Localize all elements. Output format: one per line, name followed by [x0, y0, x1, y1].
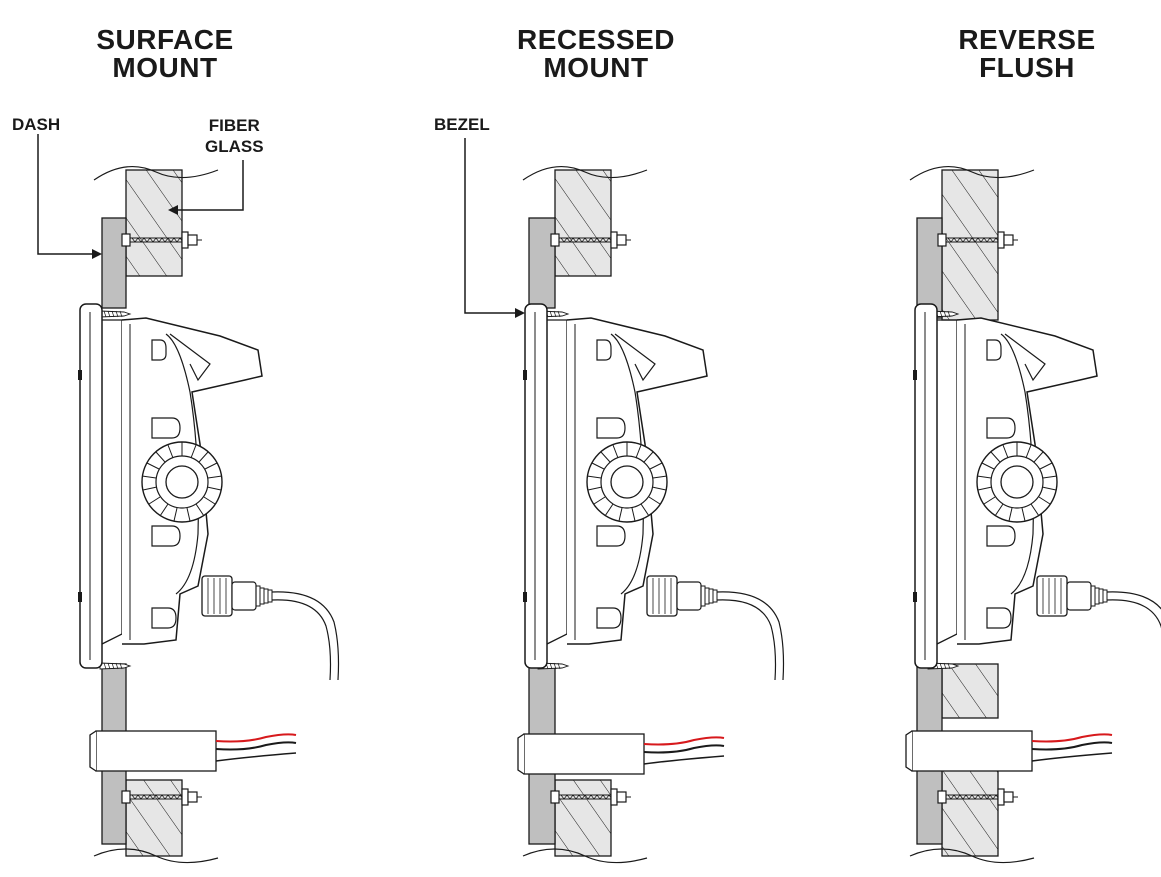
callout-fiberglass: FIBER GLASS [205, 115, 264, 157]
heading-recessed-mount: RECESSED MOUNT [446, 26, 746, 82]
mounting-bracket [905, 730, 1113, 772]
fiberglass-bottom [125, 779, 183, 857]
fiberglass-mid [941, 663, 999, 719]
fiberglass-bottom [941, 769, 999, 857]
heading-surface-line1: SURFACE [96, 24, 234, 55]
dash-top [528, 217, 556, 309]
heading-reverse-line2: FLUSH [979, 52, 1075, 83]
dash-top [101, 217, 127, 309]
heading-reverse-flush: REVERSE FLUSH [877, 26, 1161, 82]
heading-recessed-line2: MOUNT [543, 52, 649, 83]
fiberglass-top [554, 169, 612, 277]
dash-leader [37, 134, 102, 259]
callout-fiberglass-line2: GLASS [205, 137, 264, 156]
callout-fiberglass-line1: FIBER [208, 116, 260, 135]
mounting-bracket [89, 730, 297, 772]
fiberglass-top [941, 169, 999, 321]
fiberglass-bottom [554, 779, 612, 857]
dash-top [916, 217, 943, 319]
heading-surface-line2: MOUNT [112, 52, 218, 83]
mounting-bracket [517, 733, 725, 775]
panel-surface-mount [37, 134, 340, 864]
heading-reverse-line1: REVERSE [958, 24, 1096, 55]
display-unit [77, 303, 340, 681]
fiberglass-leader [168, 160, 244, 215]
panel-recessed-mount [464, 138, 785, 864]
display-unit [912, 303, 1161, 681]
panel-reverse-flush [905, 165, 1161, 864]
bezel-leader [464, 138, 525, 318]
heading-recessed-line1: RECESSED [516, 24, 676, 55]
callout-dash: DASH [12, 115, 61, 134]
fiberglass-top [125, 169, 183, 277]
callout-bezel: BEZEL [434, 115, 490, 134]
display-unit [522, 303, 785, 681]
heading-surface-mount: SURFACE MOUNT [15, 26, 315, 82]
